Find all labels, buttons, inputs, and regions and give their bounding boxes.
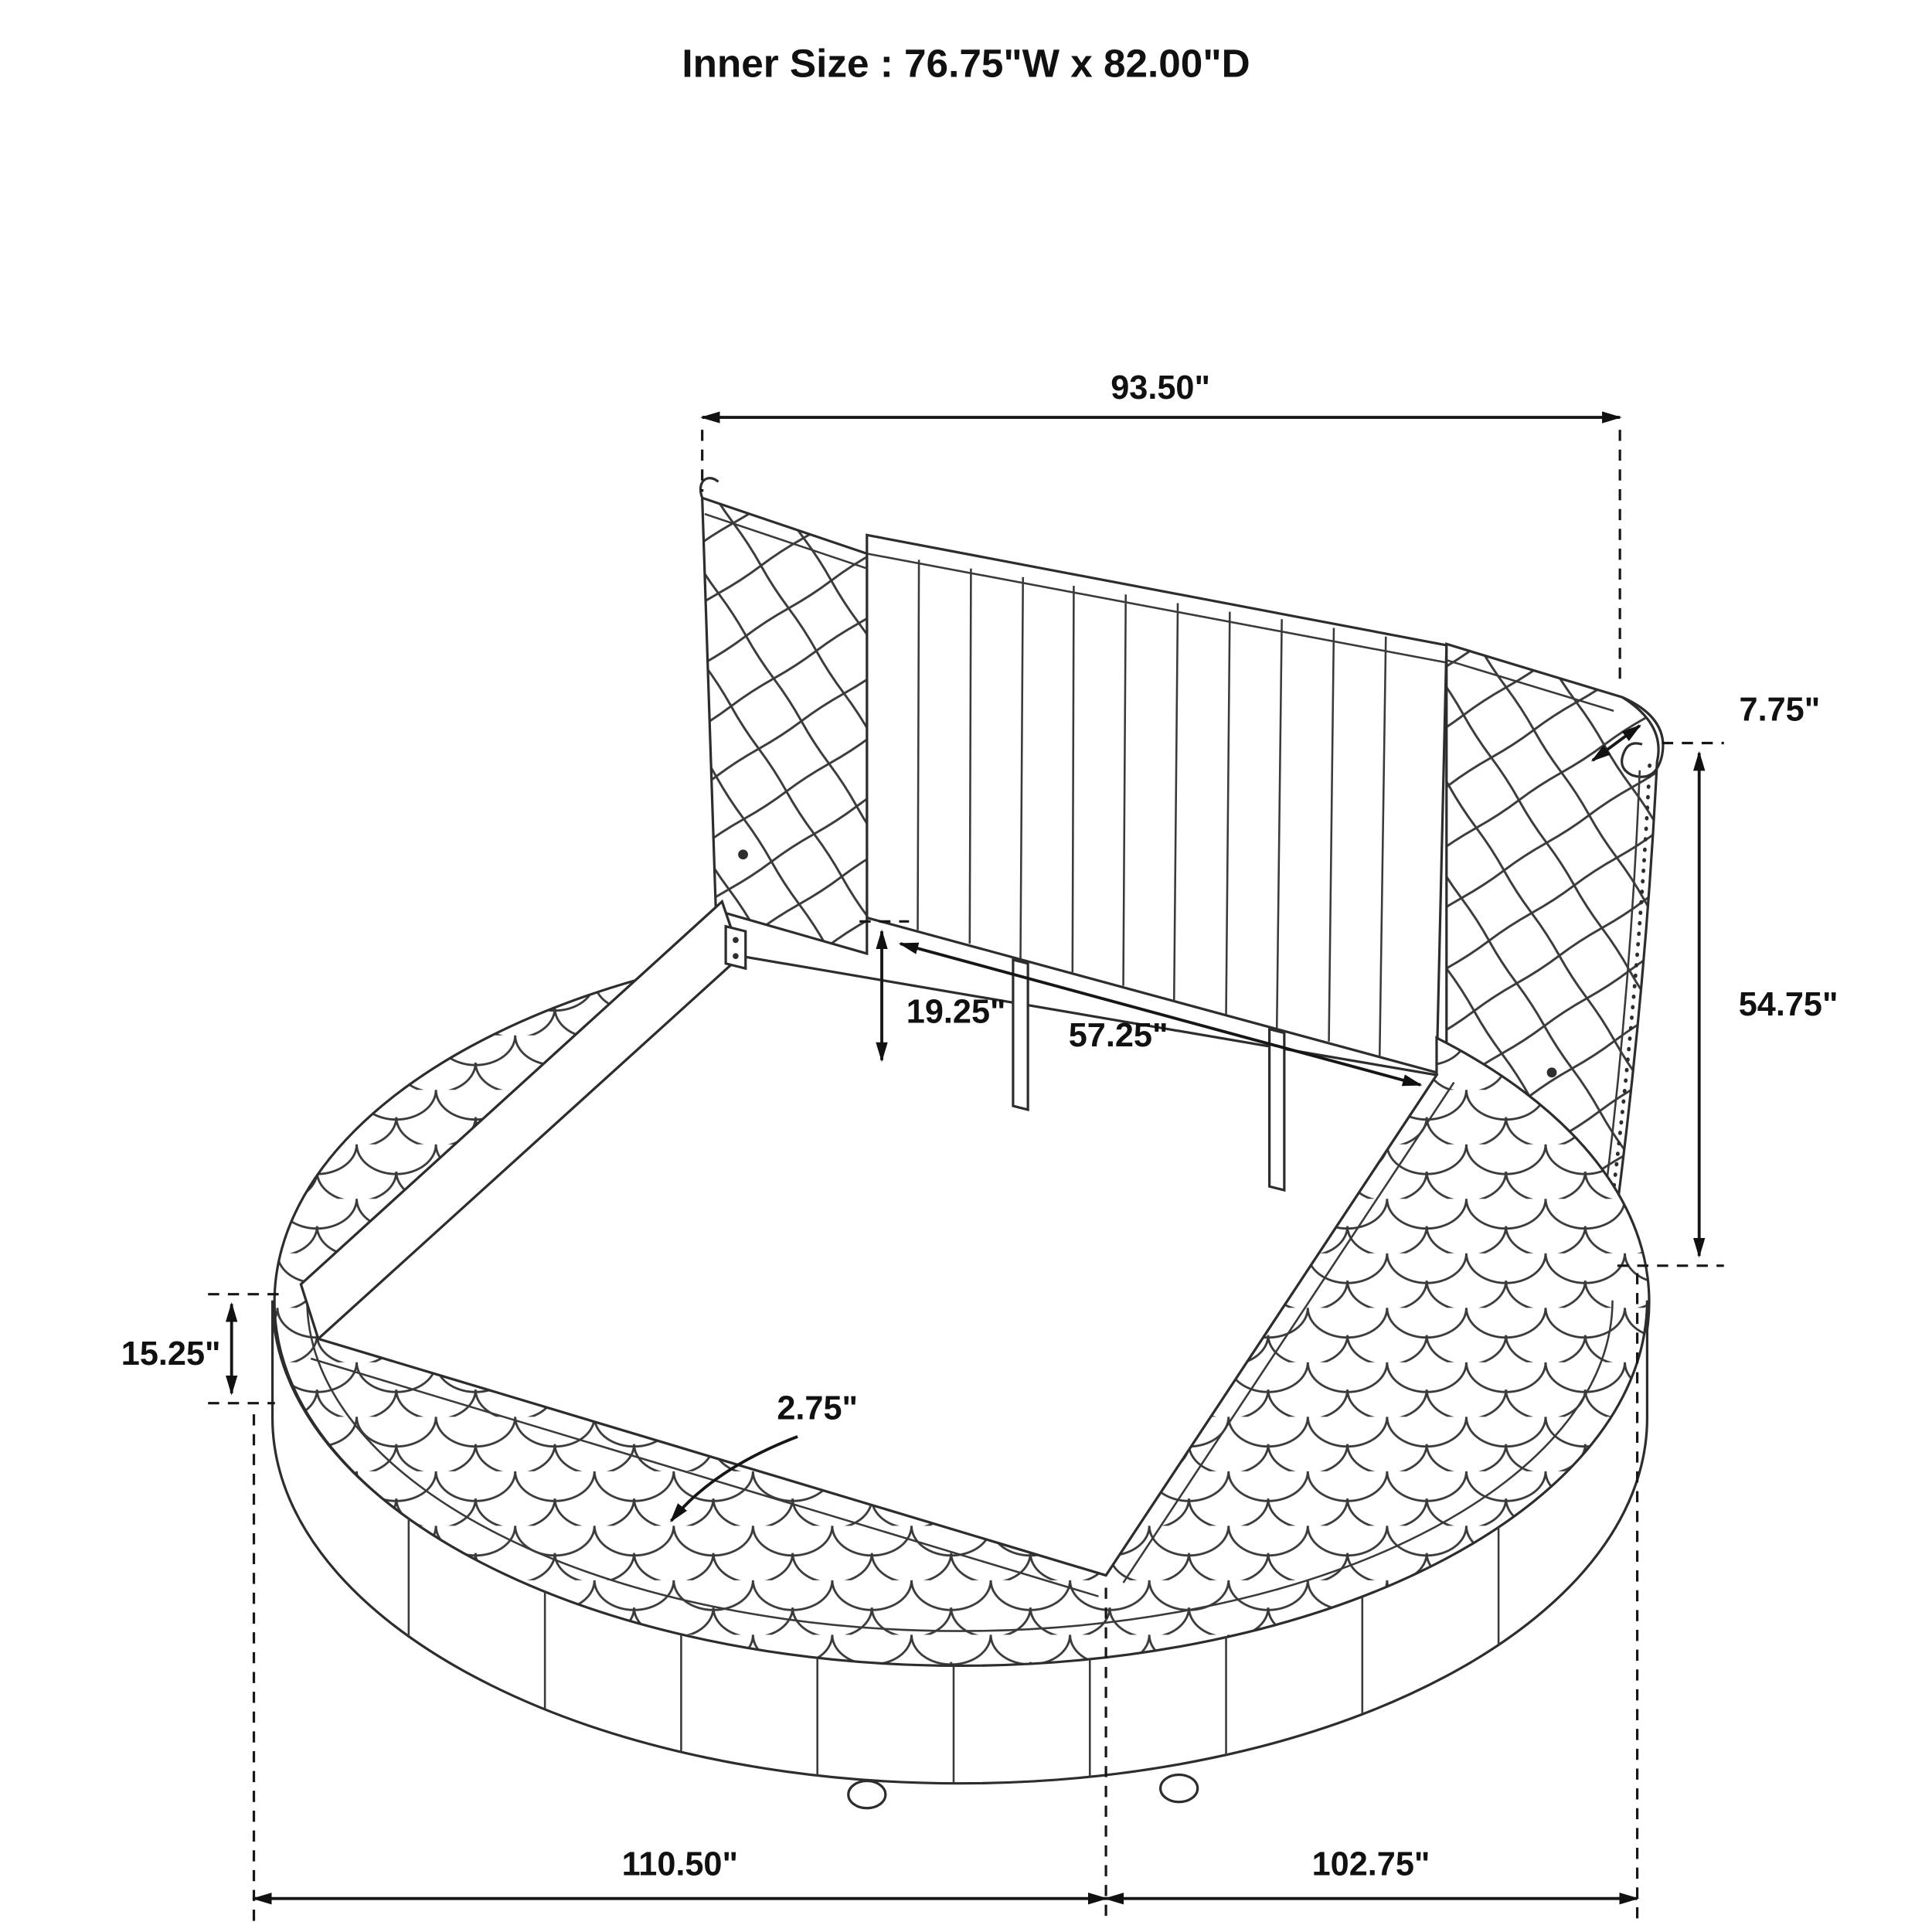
rail-hinge-bracket bbox=[724, 924, 747, 971]
round-platform bbox=[270, 899, 1651, 1810]
dim-label-panel-to-deck: 19.25" bbox=[906, 994, 1006, 1031]
bed-foot-left bbox=[847, 1779, 887, 1810]
support-strut-1 bbox=[1012, 957, 1029, 1111]
bed-drawing bbox=[270, 477, 1665, 1810]
dimension-annotations: 93.50" 7.75" 54.75" 19.25" 57.25" 15.25" bbox=[121, 369, 1838, 1923]
dim-label-headboard-width: 93.50" bbox=[1111, 369, 1210, 406]
right-wing-button bbox=[1546, 1067, 1557, 1078]
left-wing-button bbox=[738, 849, 748, 860]
dim-label-cushion-thickness: 2.75" bbox=[777, 1390, 858, 1427]
dim-label-base-height: 15.25" bbox=[121, 1335, 221, 1372]
dim-label-overall-depth: 110.50" bbox=[622, 1845, 738, 1883]
diagram-title: Inner Size : 76.75"W x 82.00"D bbox=[682, 41, 1250, 85]
headboard bbox=[699, 477, 1665, 1264]
left-wing-roll-line bbox=[704, 512, 868, 570]
cushion-lip-line bbox=[306, 1300, 1614, 1632]
side-band-panel-lines bbox=[407, 1518, 1500, 1784]
platform-side-band bbox=[270, 1300, 1649, 1785]
dim-overall-width: 102.75" bbox=[1104, 1273, 1640, 1923]
dim-base-height: 15.25" bbox=[121, 1293, 285, 1405]
dim-wing-thickness: 7.75" bbox=[1590, 692, 1821, 762]
dim-cushion-thickness: 2.75" bbox=[669, 1390, 858, 1522]
headboard-left-wing bbox=[700, 495, 869, 956]
dim-label-headboard-height: 54.75" bbox=[1739, 986, 1838, 1023]
left-wing-top-curl bbox=[699, 477, 719, 498]
cushion-inner-face-lines bbox=[310, 1081, 1455, 1597]
dim-overall-depth: 110.50" bbox=[251, 1414, 1108, 1923]
dim-label-wing-thickness: 7.75" bbox=[1740, 692, 1821, 729]
bed-foot-right bbox=[1159, 1773, 1199, 1804]
bracket-screw-bottom bbox=[733, 953, 739, 960]
right-wing-roll-line bbox=[1446, 658, 1614, 713]
dim-label-inner-headboard-width: 57.25" bbox=[1069, 1017, 1168, 1054]
dim-inner-headboard-width: 57.25" bbox=[898, 942, 1423, 1087]
channel-tufting-lines bbox=[917, 560, 1387, 1057]
dim-headboard-height: 54.75" bbox=[1617, 741, 1838, 1267]
bracket-screw-top bbox=[733, 937, 739, 944]
dim-headboard-width: 93.50" bbox=[700, 369, 1622, 685]
dim-label-overall-width: 102.75" bbox=[1312, 1845, 1430, 1883]
headboard-top-roll-line bbox=[866, 553, 1447, 664]
support-strut-2 bbox=[1268, 1027, 1286, 1192]
